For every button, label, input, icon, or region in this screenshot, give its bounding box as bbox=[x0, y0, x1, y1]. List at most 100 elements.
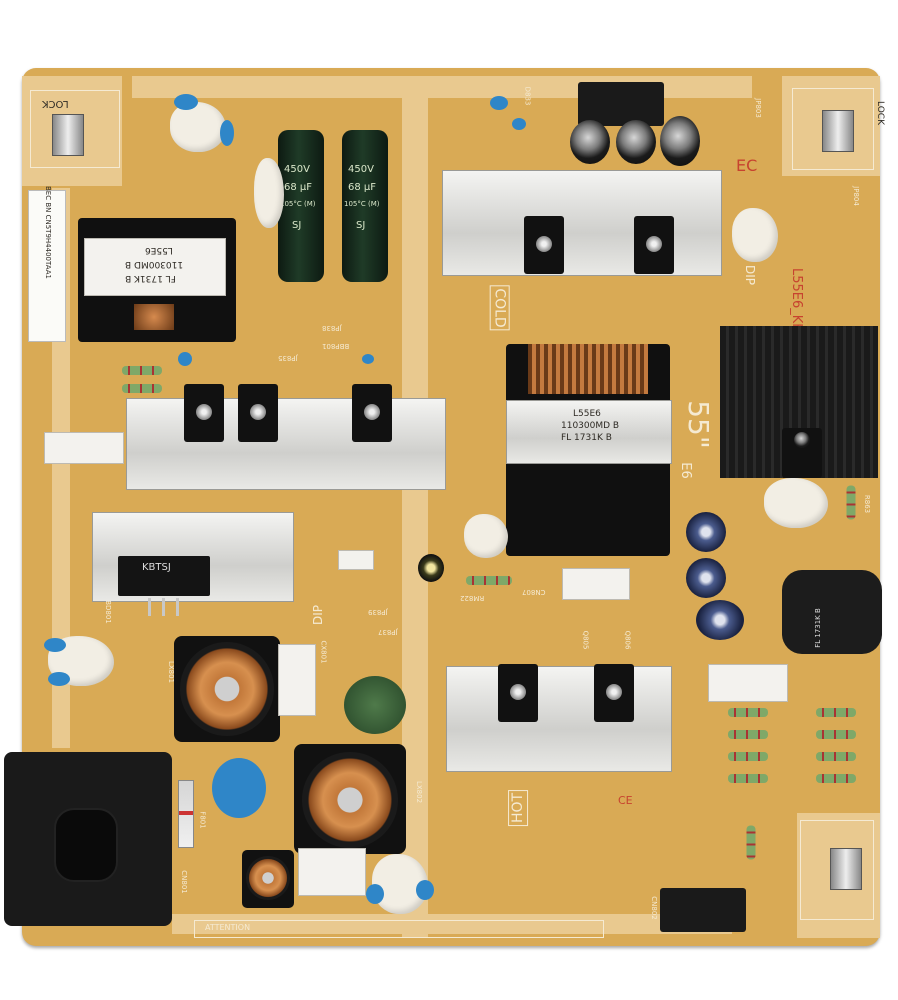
thermistor-green bbox=[344, 676, 406, 734]
ref-jp839: JP839 bbox=[368, 608, 388, 616]
ref-cx801: CX801 bbox=[319, 640, 328, 664]
dip-label-mid: DIP bbox=[311, 604, 326, 626]
ref-d833: D833 bbox=[523, 86, 532, 106]
ref-jp803: JP803 bbox=[753, 98, 762, 118]
blue-capacitor-2 bbox=[220, 120, 234, 146]
heatsink-middle-left bbox=[126, 398, 446, 490]
film-capacitor-left bbox=[44, 432, 124, 464]
resistor-r bbox=[846, 485, 856, 520]
ref-rm822: RM822 bbox=[460, 594, 485, 602]
res-array-1 bbox=[728, 708, 768, 717]
blue-capacitor-t bbox=[490, 96, 508, 110]
ref-cn802: CN802 bbox=[649, 896, 658, 920]
attention-strip: ATTENTION bbox=[194, 920, 604, 938]
mosfet-lower-2 bbox=[594, 664, 634, 722]
cold-label: COLD bbox=[489, 285, 510, 331]
ref-pfc: FL 1731K B bbox=[813, 608, 822, 648]
glue-blob-2 bbox=[254, 158, 284, 228]
ec-label: EC bbox=[736, 156, 758, 175]
glue-blob-mid bbox=[464, 514, 508, 558]
ref-jp804: JP804 bbox=[851, 186, 860, 206]
resistor-vert bbox=[746, 825, 756, 860]
inductor-right bbox=[782, 570, 882, 654]
small-choke bbox=[242, 850, 294, 908]
lock-clip-left bbox=[52, 114, 84, 156]
film-capacitor-mid bbox=[562, 568, 630, 600]
ref-lx801: LX801 bbox=[167, 660, 176, 684]
trace-bottom bbox=[172, 914, 732, 934]
glue-blob-right bbox=[732, 208, 778, 262]
lock-label-right: LOCK bbox=[874, 101, 885, 125]
heatsink-lower bbox=[446, 666, 672, 772]
main-transformer: L55E6 110300MD B FL 1731K B bbox=[506, 344, 672, 556]
ref-cn801: CN801 bbox=[179, 870, 188, 894]
film-capacitor-right bbox=[708, 664, 788, 702]
lock-outline-left bbox=[30, 90, 120, 168]
small-cap-t1 bbox=[570, 120, 610, 164]
res-array-8 bbox=[816, 774, 856, 783]
blue-capacitor-t2 bbox=[512, 118, 526, 130]
ref-lx802: LX802 bbox=[415, 780, 424, 804]
lock-clip-bottom-right bbox=[830, 848, 862, 890]
x-capacitor bbox=[278, 644, 316, 716]
trace-mid bbox=[402, 78, 428, 938]
varistor-blue bbox=[212, 758, 266, 818]
bulk-capacitor-1: 450V 68 μF 105°C (M) SJ bbox=[278, 130, 324, 282]
res-array-6 bbox=[816, 730, 856, 739]
mosfet-lower-1 bbox=[498, 664, 538, 722]
blue-capacitor-ml2 bbox=[362, 354, 374, 364]
size-code: E6 bbox=[677, 462, 693, 479]
output-connector-bottom bbox=[660, 888, 746, 932]
pcb-board: LOCK LOCK BEC BN CN5T9H4400TAA1 L55E6 11… bbox=[4, 68, 885, 946]
ref-jp838: JP838 bbox=[322, 324, 342, 332]
line-filter-2 bbox=[294, 744, 406, 854]
cap-yellow bbox=[418, 554, 444, 582]
serial-sticker: BEC BN CN5T9H4400TAA1 bbox=[28, 186, 66, 342]
blue-capacitor-ml bbox=[178, 352, 192, 366]
transistor-ml-2 bbox=[238, 384, 278, 442]
ref-bd801: BD801 bbox=[103, 600, 112, 624]
ref-jp837: JP837 bbox=[378, 628, 398, 636]
size-mark: 55" bbox=[681, 400, 715, 449]
blue-cap-l1 bbox=[366, 884, 384, 904]
ref-ce: CE bbox=[618, 794, 633, 807]
output-connector-top bbox=[578, 82, 664, 126]
res-array-3 bbox=[728, 752, 768, 761]
diode-right bbox=[782, 428, 822, 478]
res-array-2 bbox=[728, 730, 768, 739]
lock-clip-right bbox=[822, 110, 854, 152]
heatsink-top bbox=[442, 170, 722, 276]
mosfet-top-2 bbox=[634, 216, 674, 274]
glue-blob-r bbox=[764, 478, 828, 528]
glue-blob-1 bbox=[170, 102, 226, 152]
blue-cap-ll2 bbox=[48, 672, 70, 686]
transistor-ml-1 bbox=[184, 384, 224, 442]
cap-r2 bbox=[686, 558, 726, 598]
blue-capacitor-1 bbox=[174, 94, 198, 110]
blue-cap-l2 bbox=[416, 880, 434, 900]
bulk-capacitor-2: 450V 68 μF 105°C (M) SJ bbox=[342, 130, 388, 282]
ref-r863: R863 bbox=[863, 494, 872, 514]
ref-q805: Q805 bbox=[581, 630, 590, 650]
line-filter-1 bbox=[174, 636, 280, 742]
res-array-7 bbox=[816, 752, 856, 761]
ac-inlet bbox=[4, 752, 172, 926]
transistor-ml-3 bbox=[352, 384, 392, 442]
resistor-ml-1 bbox=[122, 366, 162, 375]
res-array-5 bbox=[816, 708, 856, 717]
hot-label: HOT bbox=[508, 789, 529, 827]
cap-r3 bbox=[696, 600, 744, 640]
small-white-mid bbox=[338, 550, 374, 570]
ref-q806: Q806 bbox=[623, 630, 632, 650]
resistor-mid bbox=[466, 576, 512, 585]
small-cap-t2 bbox=[616, 120, 656, 164]
ref-f801: F801 bbox=[198, 811, 207, 829]
bridge-rectifier: KBTSJ bbox=[118, 556, 210, 596]
resistor-ml-2 bbox=[122, 384, 162, 393]
lock-outline-bottom-right bbox=[800, 820, 874, 920]
x-capacitor-2 bbox=[298, 848, 366, 896]
lock-outline-right bbox=[792, 88, 874, 170]
dip-label-top: DIP bbox=[743, 264, 758, 286]
ref-bbp801: BBP801 bbox=[322, 342, 350, 350]
res-array-4 bbox=[728, 774, 768, 783]
